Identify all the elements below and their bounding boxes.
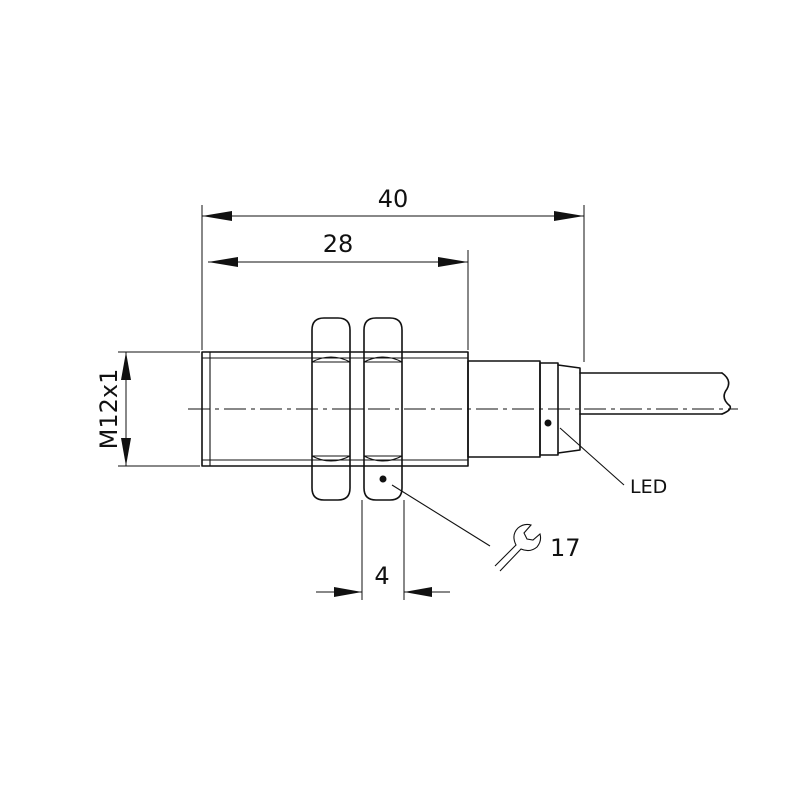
wrench-leader-line — [391, 484, 491, 547]
wrench-dot — [379, 475, 387, 483]
wrench-size-value: 17 — [550, 534, 581, 562]
wrench-icon — [494, 523, 542, 572]
led-leader-line — [559, 427, 625, 486]
dimension-total-length: 40 — [201, 185, 585, 362]
dimension-thread-length: 28 — [208, 230, 469, 350]
rear-housing — [467, 360, 581, 458]
total-length-value: 40 — [378, 185, 409, 213]
thread-length-value: 28 — [323, 230, 354, 258]
cable — [579, 372, 732, 415]
hex-nut-left — [311, 317, 351, 501]
led-dot — [544, 419, 552, 427]
hex-nut-right — [363, 317, 403, 501]
dimension-wrench-size: 17 — [379, 475, 581, 572]
thread-spec-value: M12x1 — [95, 369, 123, 450]
dimension-thread-diameter: M12x1 — [95, 351, 200, 467]
dimension-nut-thickness: 4 — [316, 500, 450, 600]
led-label: LED — [630, 476, 667, 498]
nut-thickness-value: 4 — [374, 562, 389, 590]
